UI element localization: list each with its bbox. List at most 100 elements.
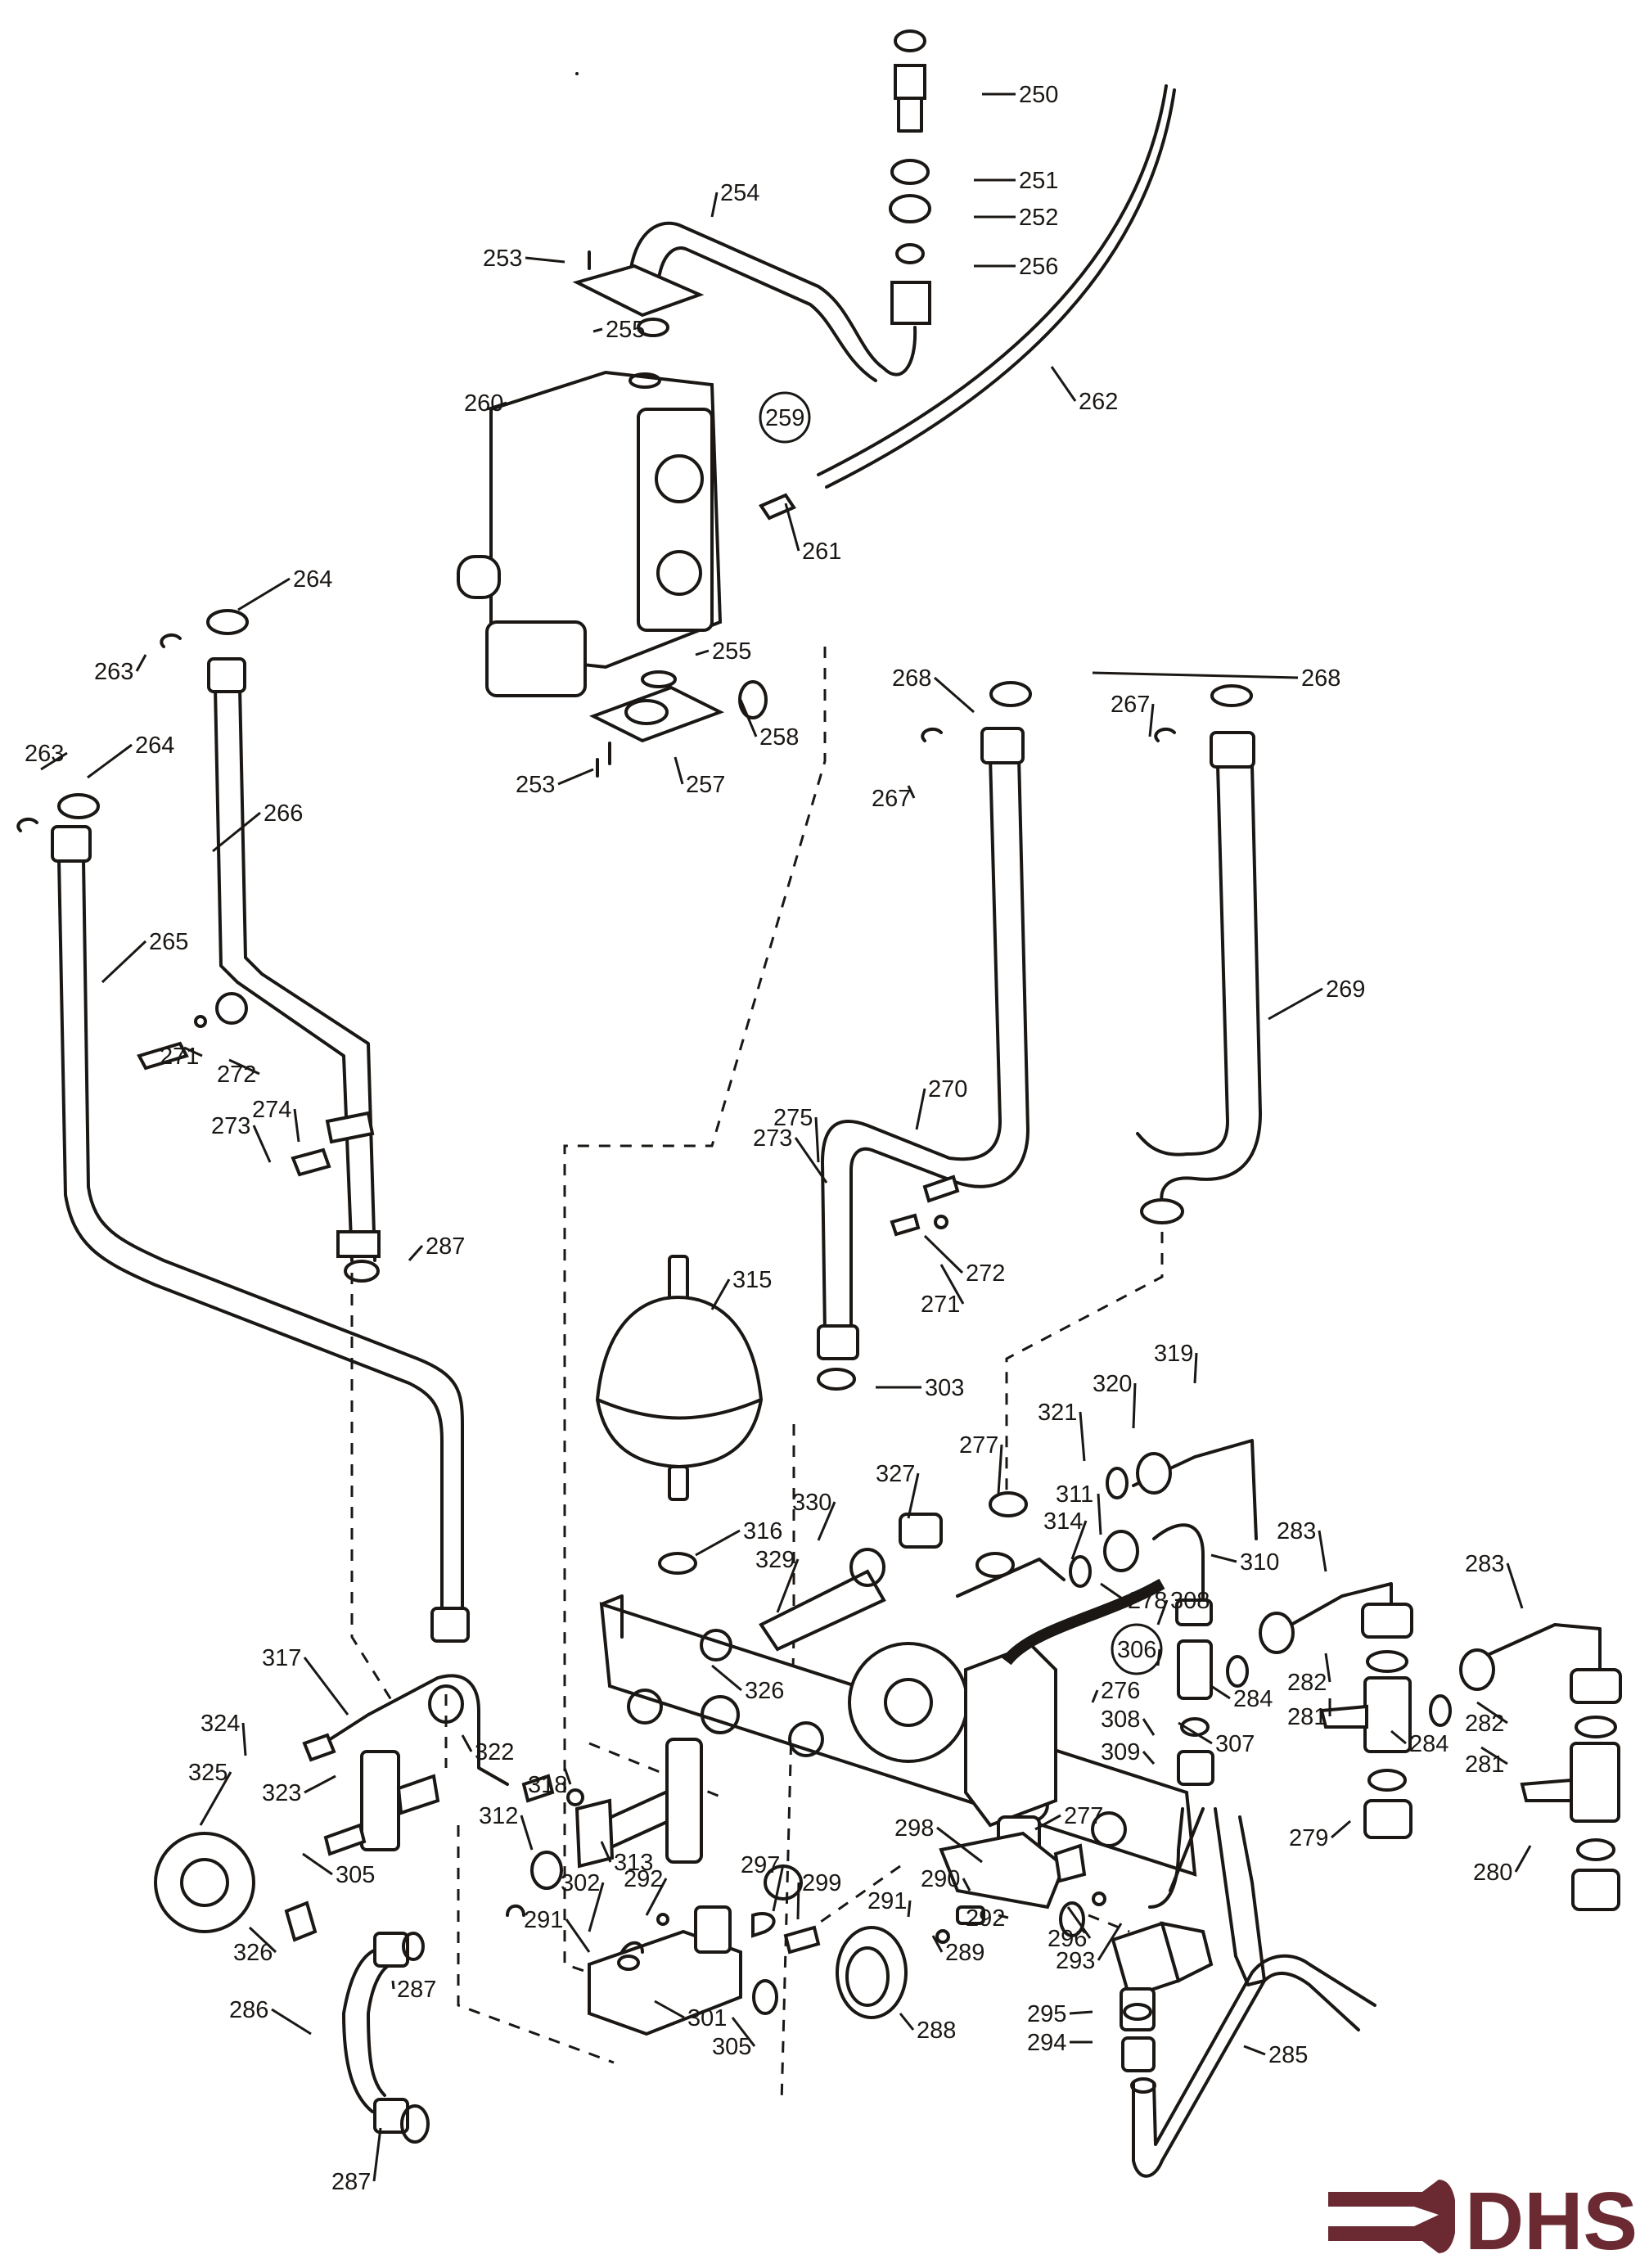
gas-valve-260 [457,370,723,697]
callout-281: 281 [1465,1746,1508,1778]
leader-line [1156,1599,1169,1625]
callout-326: 326 [711,1664,784,1704]
part-number-label: 276 [1101,1678,1140,1704]
leader-line [645,1878,668,1916]
leader-line [739,699,758,737]
callout-293: 293 [1056,1923,1123,1974]
part-number-label: 291 [867,1888,907,1914]
part-number-label: 298 [894,1815,934,1842]
part-number-label: 273 [753,1125,792,1152]
part-number-label: 307 [1215,1731,1255,1757]
callout-262: 262 [1050,366,1118,415]
callout-310: 310 [1210,1549,1279,1576]
callout-289: 289 [931,1935,984,1966]
callout-287: 287 [331,2127,382,2195]
callout-circle [759,391,811,444]
part-number-label: 278 [1128,1588,1167,1614]
callout-305: 305 [712,2017,756,2060]
part-number-label: 267 [872,786,911,812]
leader-line [934,676,975,714]
part-number-label: 299 [802,1870,841,1896]
pipe-313 [506,1738,703,1917]
callout-278: 278 [1100,1582,1167,1614]
callout-layer: 2502512522562542532552622592602612642632… [25,82,1532,2195]
leader-line [228,1058,260,1075]
leader-line [241,1722,247,1756]
callout-269: 269 [1268,976,1365,1021]
part-number-label: 296 [1048,1926,1087,1952]
callout-252: 252 [974,205,1058,231]
callout-298: 298 [894,1815,983,1864]
part-number-label: 271 [160,1044,199,1070]
hydraulic-block-301 [588,1864,821,2036]
leader-line [408,1245,424,1261]
part-number-label: 262 [1079,389,1118,415]
callout-327: 327 [876,1461,920,1519]
callout-254: 254 [710,180,759,218]
sensing-tube-262 [817,84,1176,489]
leader-line [565,1919,591,1953]
part-number-label: 284 [1409,1731,1449,1757]
part-number-label: 308 [1101,1707,1140,1733]
part-number-label: 270 [928,1076,967,1102]
part-number-label: 259 [765,405,804,431]
callout-283: 283 [1277,1518,1327,1572]
leader-line [40,751,68,771]
part-number-label: 316 [743,1518,782,1544]
leader-line [1318,1530,1327,1572]
part-number-label: 265 [149,929,188,955]
callout-281: 281 [1287,1698,1331,1730]
callout-288: 288 [899,2013,956,2044]
callout-272: 272 [923,1234,1005,1287]
part-number-label: 268 [892,665,931,692]
leader-line [302,1852,333,1876]
callout-284: 284 [1210,1684,1273,1712]
callout-323: 323 [262,1774,336,1806]
callout-256: 256 [974,254,1058,280]
callout-259: 259 [759,391,811,444]
leader-line [1148,703,1155,737]
leader-line [1097,1493,1102,1535]
callout-285: 285 [1243,2042,1308,2068]
leader-line [962,1878,971,1892]
pipe-286 [342,1932,430,2144]
part-number-label: 288 [917,2018,956,2044]
part-number-label: 264 [135,733,174,759]
leader-line [1331,1819,1351,1839]
part-number-label: 292 [624,1866,663,1892]
callout-273: 273 [211,1113,272,1163]
leader-line [1480,1746,1508,1765]
pump-276 [848,1558,1165,1828]
leader-line [304,1774,336,1794]
callout-277: 277 [959,1432,1003,1495]
part-number-label: 257 [686,772,725,798]
part-number-label: 250 [1019,82,1058,108]
leader-line [1506,1562,1524,1609]
part-number-label: 287 [397,1977,436,2003]
callout-309: 309 [1101,1739,1156,1765]
callout-282: 282 [1287,1653,1331,1696]
callout-291: 291 [524,1907,591,1953]
part-number-label: 326 [745,1678,784,1704]
leader-line [784,503,800,552]
leader-line [391,1980,395,1990]
leader-line [731,2017,756,2047]
callout-297: 297 [741,1852,785,1912]
part-number-label: 302 [561,1870,600,1896]
callout-326: 326 [233,1926,277,1966]
part-number-label: 264 [293,566,332,593]
gas-pipe-254 [572,221,917,382]
leader-line [486,401,507,411]
callout-315: 315 [710,1267,772,1310]
expansion-vessel-315 [595,1255,764,1575]
leader-line [1178,1721,1213,1745]
leader-line [1390,1729,1407,1745]
callout-267: 267 [872,785,916,812]
leader-line [907,1900,912,1918]
part-number-label: 306 [1117,1637,1156,1663]
leader-line [1514,1845,1532,1873]
part-number-label: 286 [229,1997,268,2023]
part-number-label: 255 [606,317,645,343]
leader-line [915,1088,926,1130]
part-number-label: 282 [1287,1670,1327,1696]
